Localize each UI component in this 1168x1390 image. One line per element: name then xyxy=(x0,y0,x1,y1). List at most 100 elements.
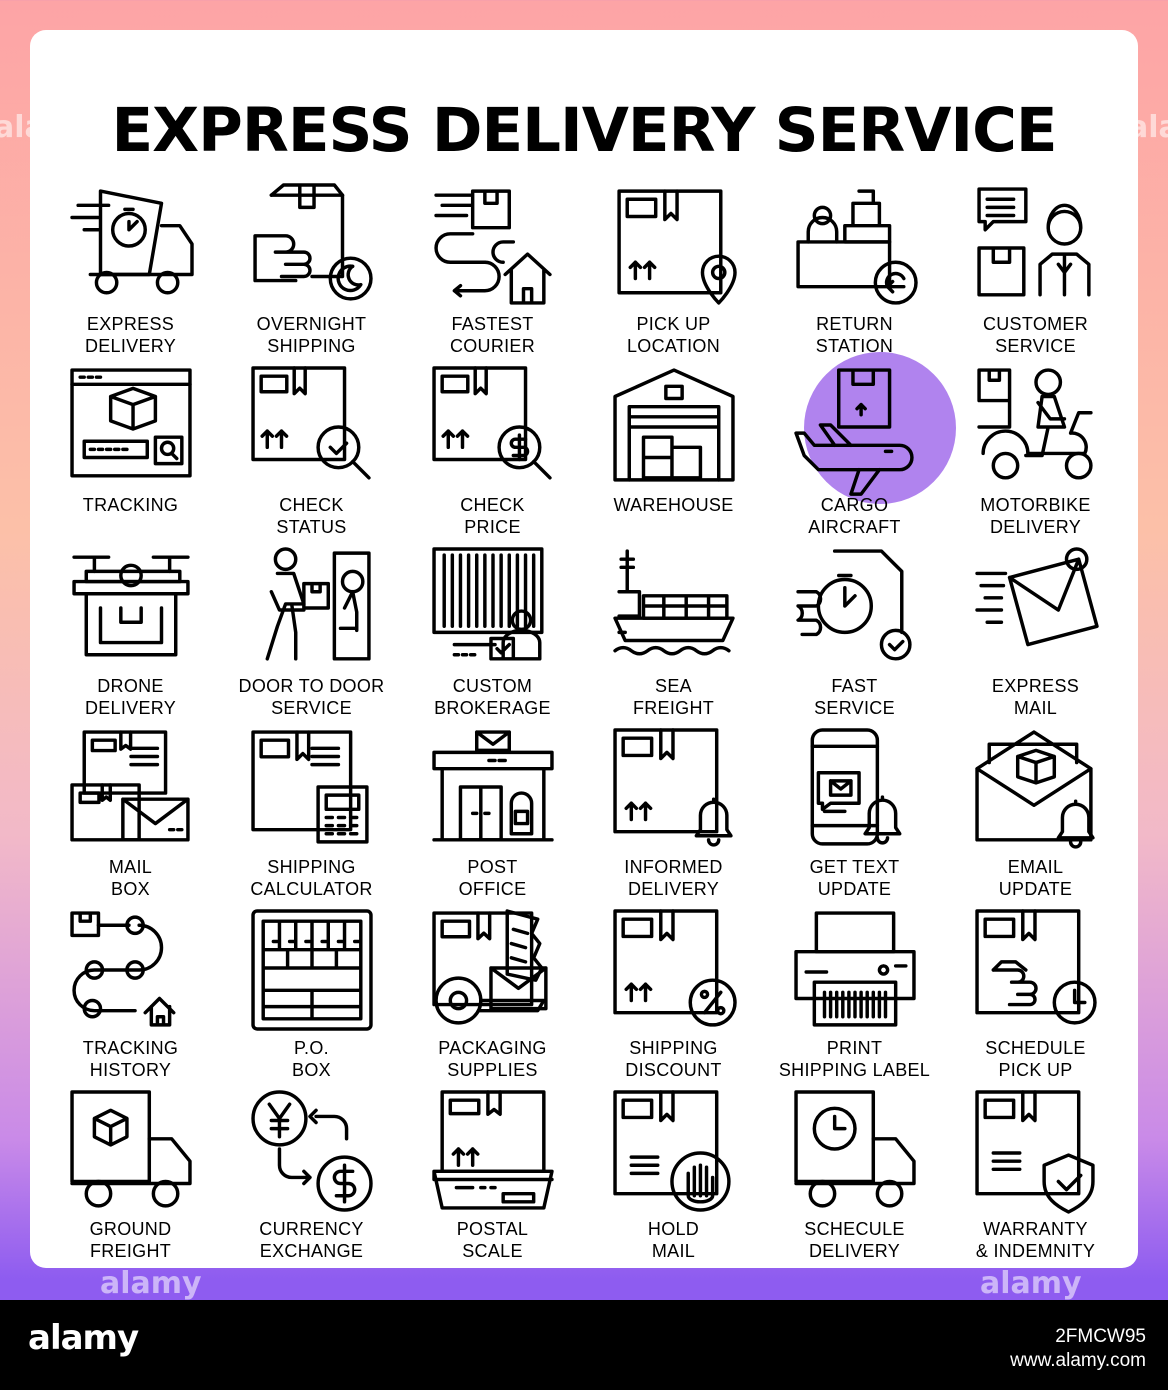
box-truck-icon xyxy=(70,1090,192,1208)
icon-label-line: DELIVERY xyxy=(808,1241,901,1261)
icon-label-line: SERVICE xyxy=(271,698,352,718)
counter-return-arrow-icon xyxy=(796,189,918,305)
icon-label-line: P.O. xyxy=(294,1038,329,1058)
icon-label-line: MAIL xyxy=(651,1241,696,1261)
browser-box-search-icon xyxy=(70,368,192,478)
box-calculator-icon xyxy=(251,730,369,844)
icon-label: WAREHOUSE xyxy=(583,494,764,516)
icon-label: TRACKING xyxy=(40,494,221,516)
icon-label-line: CALCULATOR xyxy=(250,879,373,899)
icon-label-line: GET TEXT xyxy=(809,857,900,877)
watermark-left: alamy xyxy=(0,110,96,145)
boxes-envelope-icon xyxy=(70,730,190,842)
container-officer-icon xyxy=(432,547,544,661)
icon-label-line: UPDATE xyxy=(998,879,1073,899)
icon-label-line: SUPPLIES xyxy=(447,1060,538,1080)
icon-label-line: UPDATE xyxy=(817,879,892,899)
icon-label-line: SERVICE xyxy=(814,698,895,718)
box-magnifier-dollar-icon xyxy=(432,366,552,480)
box-shield-check-icon xyxy=(975,1090,1095,1214)
watermark-right: alamy xyxy=(1128,110,1168,145)
icon-label-line: SCHEDULE xyxy=(985,1038,1086,1058)
icon-label-line: BROKERAGE xyxy=(434,698,551,718)
icon-label-line: FREIGHT xyxy=(632,698,715,718)
icon-label-line: AIRCRAFT xyxy=(808,517,901,537)
icon-label-line: CHECK xyxy=(279,495,344,515)
icon-label-line: INFORMED xyxy=(624,857,723,877)
icon-label-line: MAIL xyxy=(1013,698,1058,718)
icon-label-line: FAST xyxy=(831,676,878,696)
icon-label-line: PRINT xyxy=(826,1038,883,1058)
icon-label-line: POSTAL xyxy=(456,1219,529,1239)
watermark-footer: alamy 2FMCW95 www.alamy.com xyxy=(0,1300,1168,1390)
icon-label-line: WAREHOUSE xyxy=(613,495,734,515)
box-hand-clock-icon xyxy=(975,909,1097,1025)
icon-label-line: PACKAGING xyxy=(438,1038,547,1058)
icon-label-line: CARGO xyxy=(820,495,889,515)
icon-sheet-card: EXPRESS DELIVERY SERVICE xyxy=(30,30,1138,1268)
drone-box-icon xyxy=(72,555,190,657)
box-bell-icon xyxy=(613,728,733,847)
icon-label-line: EXPRESS xyxy=(991,676,1080,696)
envelope-box-bell-icon xyxy=(975,730,1095,849)
icon-label-line: TRACKING xyxy=(82,1038,179,1058)
icon-label-line: TRACKING xyxy=(82,495,179,515)
label-printer-icon xyxy=(794,911,916,1027)
icon-tile: P.O.BOX xyxy=(221,907,402,1088)
brand-logo: alamy xyxy=(28,1318,139,1358)
icon-label-line: PICK UP xyxy=(998,1060,1073,1080)
hand-box-moon-icon xyxy=(253,183,373,301)
icon-label-line: SHIPPING xyxy=(629,1038,718,1058)
icon-label-line: SHIPPING LABEL xyxy=(778,1060,931,1080)
icon-label-line: SHIPPING xyxy=(267,857,356,877)
flying-envelope-icon xyxy=(975,547,1099,647)
icon-label-line: MAIL xyxy=(108,857,153,877)
page-title: EXPRESS DELIVERY SERVICE xyxy=(111,95,1057,166)
icon-tile: WAREHOUSE xyxy=(583,364,764,545)
icon-label-line: EMAIL xyxy=(1007,857,1064,877)
icon-label-line: SERVICE xyxy=(995,336,1076,356)
box-location-pin-icon xyxy=(617,189,737,305)
post-office-building-icon xyxy=(432,730,554,842)
icon-label-line: STATUS xyxy=(276,517,347,537)
icon-label-line: LOCATION xyxy=(626,336,721,356)
icon-label-line: PICK UP xyxy=(636,314,711,334)
icon-label-line: OFFICE xyxy=(458,879,527,899)
image-id: 2FMCW95 xyxy=(1055,1326,1146,1347)
icon-tile: WARRANTY& INDEMNITY xyxy=(945,1088,1126,1269)
icon-label-line: PRICE xyxy=(464,517,521,537)
icon-label-line: EXPRESS xyxy=(86,314,175,334)
